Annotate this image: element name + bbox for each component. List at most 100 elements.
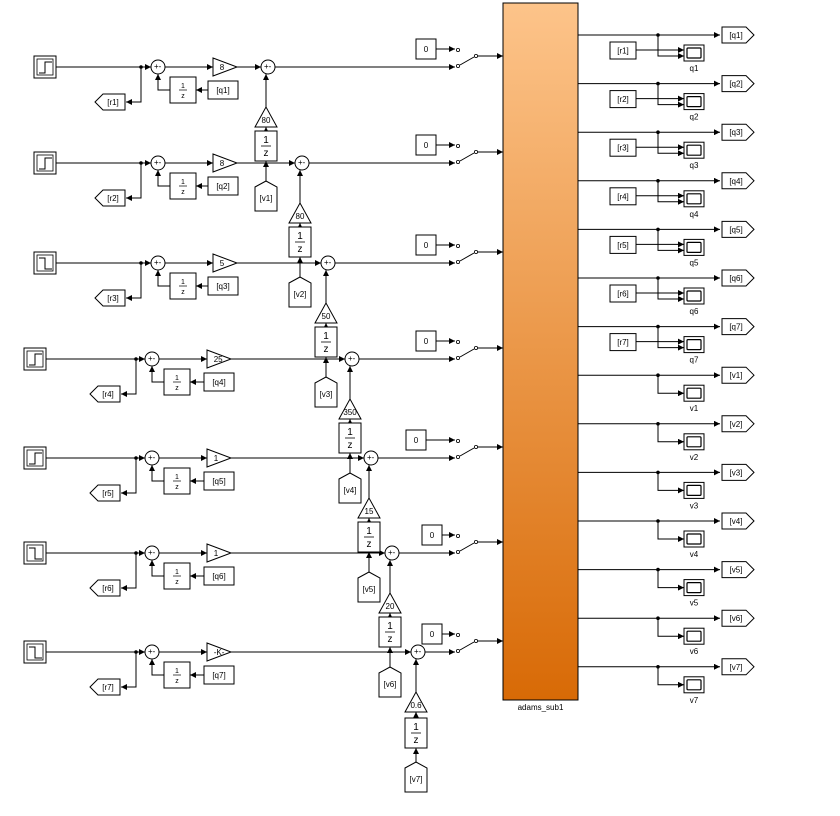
step-source-7[interactable]: [23, 640, 47, 664]
from-feedback-5[interactable]: [q5]: [203, 471, 235, 491]
scope-11[interactable]: v4: [683, 530, 705, 559]
from-feedback-6[interactable]: [q6]: [203, 566, 235, 586]
step-source-2[interactable]: [33, 151, 57, 175]
from-velocity-5[interactable]: [v5]: [357, 571, 381, 603]
scope-1[interactable]: q1: [683, 44, 705, 73]
position-gain-5[interactable]: 1: [206, 448, 233, 468]
from-velocity-3[interactable]: [v3]: [314, 376, 338, 408]
from-velocity-6[interactable]: [v6]: [378, 666, 402, 698]
scope-7[interactable]: q7: [683, 336, 705, 365]
velocity-gain-5[interactable]: 15: [357, 496, 381, 519]
velocity-gain-6[interactable]: 20: [378, 591, 402, 614]
scope-4[interactable]: q4: [683, 190, 705, 219]
scope-8[interactable]: v1: [683, 384, 705, 413]
scope-12[interactable]: v5: [683, 579, 705, 608]
step-source-3[interactable]: [33, 251, 57, 275]
goto-output-6[interactable]: [q6]: [721, 269, 755, 287]
scope-10[interactable]: v3: [683, 481, 705, 510]
from-feedback-3[interactable]: [q3]: [207, 276, 239, 296]
velocity-sum-4[interactable]: +-: [344, 351, 360, 367]
goto-output-12[interactable]: [v5]: [721, 561, 755, 579]
error-sum-2[interactable]: +-: [150, 155, 166, 171]
goto-ref-5[interactable]: [r5]: [89, 484, 121, 502]
feedback-delay-1[interactable]: 1z: [169, 76, 197, 104]
constant-zero-1[interactable]: 0: [415, 38, 437, 60]
scope-3[interactable]: q3: [683, 141, 705, 170]
error-sum-1[interactable]: +-: [150, 59, 166, 75]
scope-14[interactable]: v7: [683, 676, 705, 705]
from-ref-6[interactable]: [r6]: [609, 284, 637, 303]
feedback-delay-7[interactable]: 1z: [163, 661, 191, 689]
velocity-sum-3[interactable]: +-: [320, 255, 336, 271]
feedback-delay-5[interactable]: 1z: [163, 467, 191, 495]
from-ref-5[interactable]: [r5]: [609, 235, 637, 254]
feedback-delay-4[interactable]: 1z: [163, 368, 191, 396]
constant-zero-5[interactable]: 0: [405, 429, 427, 451]
from-ref-4[interactable]: [r4]: [609, 187, 637, 206]
scope-9[interactable]: v2: [683, 433, 705, 462]
goto-output-7[interactable]: [q7]: [721, 318, 755, 336]
constant-zero-4[interactable]: 0: [415, 330, 437, 352]
manual-switch-6[interactable]: [455, 534, 478, 555]
position-gain-7[interactable]: -K-: [206, 642, 233, 662]
position-gain-6[interactable]: 1: [206, 543, 233, 563]
manual-switch-4[interactable]: [455, 339, 478, 360]
from-feedback-4[interactable]: [q4]: [203, 372, 235, 392]
goto-ref-1[interactable]: [r1]: [94, 93, 126, 111]
goto-output-3[interactable]: [q3]: [721, 123, 755, 141]
from-velocity-2[interactable]: [v2]: [288, 276, 312, 308]
scope-2[interactable]: q2: [683, 93, 705, 122]
velocity-delay-6[interactable]: 1z: [378, 616, 402, 648]
error-sum-7[interactable]: +-: [144, 644, 160, 660]
from-ref-1[interactable]: [r1]: [609, 41, 637, 60]
error-sum-6[interactable]: +-: [144, 545, 160, 561]
goto-output-4[interactable]: [q4]: [721, 172, 755, 190]
goto-output-11[interactable]: [v4]: [721, 512, 755, 530]
from-velocity-7[interactable]: [v7]: [404, 761, 428, 793]
constant-zero-7[interactable]: 0: [421, 623, 443, 645]
velocity-delay-4[interactable]: 1z: [338, 422, 362, 454]
goto-output-14[interactable]: [v7]: [721, 658, 755, 676]
position-gain-4[interactable]: 25: [206, 349, 233, 369]
from-feedback-2[interactable]: [q2]: [207, 176, 239, 196]
goto-ref-2[interactable]: [r2]: [94, 189, 126, 207]
position-gain-1[interactable]: 8: [212, 57, 239, 77]
feedback-delay-6[interactable]: 1z: [163, 562, 191, 590]
error-sum-5[interactable]: +-: [144, 450, 160, 466]
velocity-gain-2[interactable]: 80: [288, 201, 312, 224]
velocity-sum-5[interactable]: +-: [363, 450, 379, 466]
goto-ref-3[interactable]: [r3]: [94, 289, 126, 307]
velocity-delay-1[interactable]: 1z: [254, 130, 278, 162]
error-sum-3[interactable]: +-: [150, 255, 166, 271]
step-source-6[interactable]: [23, 541, 47, 565]
step-source-5[interactable]: [23, 446, 47, 470]
velocity-sum-6[interactable]: +-: [384, 545, 400, 561]
velocity-sum-1[interactable]: +-: [260, 59, 276, 75]
goto-ref-7[interactable]: [r7]: [89, 678, 121, 696]
from-ref-3[interactable]: [r3]: [609, 138, 637, 157]
constant-zero-6[interactable]: 0: [421, 524, 443, 546]
step-source-4[interactable]: [23, 347, 47, 371]
adams-subsystem-block[interactable]: adams_sub1: [502, 2, 579, 712]
goto-ref-6[interactable]: [r6]: [89, 579, 121, 597]
feedback-delay-3[interactable]: 1z: [169, 272, 197, 300]
scope-13[interactable]: v6: [683, 627, 705, 656]
constant-zero-2[interactable]: 0: [415, 134, 437, 156]
manual-switch-2[interactable]: [455, 143, 478, 164]
goto-output-8[interactable]: [v1]: [721, 366, 755, 384]
manual-switch-1[interactable]: [455, 48, 478, 69]
goto-output-9[interactable]: [v2]: [721, 415, 755, 433]
from-ref-2[interactable]: [r2]: [609, 90, 637, 109]
velocity-gain-7[interactable]: 0.6: [404, 690, 428, 713]
position-gain-2[interactable]: 8: [212, 153, 239, 173]
velocity-gain-1[interactable]: 80: [254, 105, 278, 128]
position-gain-3[interactable]: 5: [212, 253, 239, 273]
scope-6[interactable]: q6: [683, 287, 705, 316]
error-sum-4[interactable]: +-: [144, 351, 160, 367]
goto-output-2[interactable]: [q2]: [721, 75, 755, 93]
from-velocity-4[interactable]: [v4]: [338, 472, 362, 504]
manual-switch-7[interactable]: [455, 633, 478, 654]
velocity-delay-5[interactable]: 1z: [357, 521, 381, 553]
from-ref-7[interactable]: [r7]: [609, 333, 637, 352]
velocity-delay-3[interactable]: 1z: [314, 326, 338, 358]
